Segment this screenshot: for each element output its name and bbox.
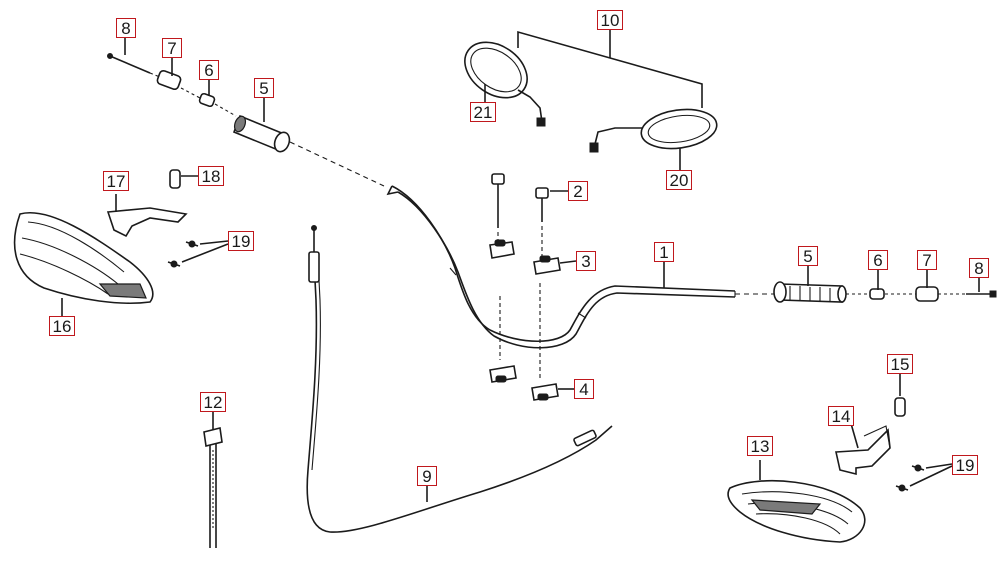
- callout-18: 18: [198, 166, 224, 186]
- callout-19-left: 19: [228, 231, 254, 251]
- upper-clamp-b: [533, 255, 561, 275]
- callout-21: 21: [470, 102, 496, 122]
- mirror-right: [589, 108, 718, 153]
- lower-clamp-b: [531, 383, 559, 401]
- callout-14: 14: [828, 406, 854, 426]
- callout-8-right: 8: [969, 258, 989, 278]
- hand-guard-right: [727, 480, 866, 543]
- callout-5-right: 5: [798, 246, 818, 266]
- rubber-insert-left: [198, 92, 216, 108]
- throttle-cable: [306, 225, 613, 533]
- clamp-bolt-b: [535, 187, 549, 258]
- bracket-bolt-left: [169, 169, 181, 189]
- bracket-bolt-right: [894, 397, 906, 417]
- callout-7-right: 7: [917, 250, 937, 270]
- upper-clamp-a: [489, 239, 515, 259]
- callout-2: 2: [568, 181, 588, 201]
- rubber-insert-right: [869, 288, 885, 300]
- leader-3: [559, 260, 577, 264]
- callout-6-right: 6: [868, 250, 888, 270]
- lower-clamp-a: [489, 365, 517, 383]
- bar-end-weight-left: [156, 69, 182, 91]
- callout-17: 17: [103, 171, 129, 191]
- bar-end-bolt-right: [966, 290, 997, 298]
- screws-left: [167, 240, 229, 268]
- mount-bracket-right: [835, 425, 891, 476]
- callout-20: 20: [666, 170, 692, 190]
- mirror-left: [464, 41, 546, 127]
- callout-6-left: 6: [199, 60, 219, 80]
- callout-5-left: 5: [254, 78, 274, 98]
- bar-end-bolt-left: [107, 53, 151, 74]
- brake-hose: [203, 427, 223, 548]
- callout-10: 10: [597, 10, 623, 30]
- callout-4: 4: [574, 379, 594, 399]
- callout-9: 9: [417, 466, 437, 486]
- callout-7-left: 7: [162, 38, 182, 58]
- mount-bracket-left: [106, 207, 188, 238]
- callout-1: 1: [654, 242, 674, 262]
- callout-13: 13: [747, 436, 773, 456]
- callout-3: 3: [576, 251, 596, 271]
- grip-left: [232, 114, 291, 153]
- screws-right: [895, 463, 953, 492]
- callout-8-left: 8: [116, 18, 136, 38]
- grip-right: [773, 281, 847, 303]
- callout-12: 12: [200, 392, 226, 412]
- handlebar: [386, 185, 736, 378]
- hand-guard-left: [13, 212, 154, 305]
- callout-15: 15: [887, 354, 913, 374]
- callout-16: 16: [49, 316, 75, 336]
- bar-end-weight-right: [915, 286, 939, 302]
- callout-19-right: 19: [952, 455, 978, 475]
- assembly-line-left: [289, 141, 385, 187]
